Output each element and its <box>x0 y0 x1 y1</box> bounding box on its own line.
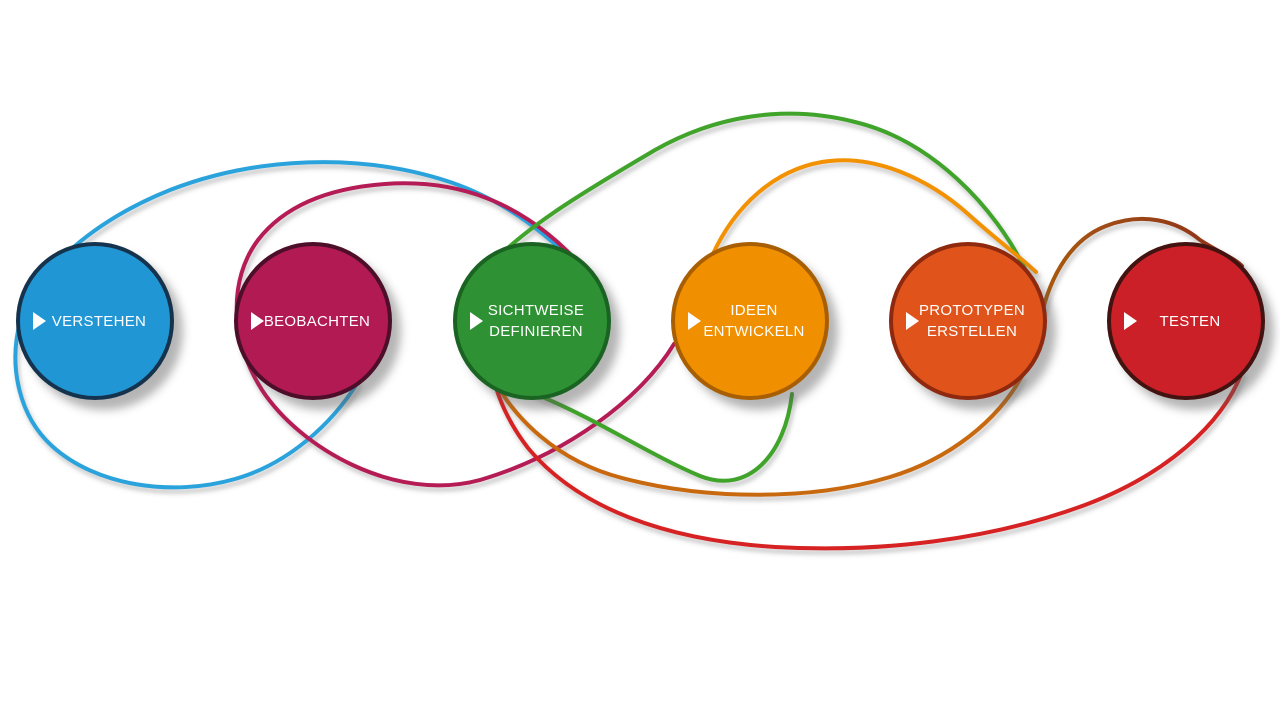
play-arrow-icon <box>33 312 46 330</box>
step-verstehen: VERSTEHEN <box>16 242 174 400</box>
play-arrow-icon <box>1124 312 1137 330</box>
play-arrow-icon <box>470 312 483 330</box>
curve-ideen-loop-top <box>710 158 1038 274</box>
step-label: TESTEN <box>1159 312 1221 330</box>
step-label: VERSTEHEN <box>51 312 147 330</box>
play-arrow-icon <box>251 312 264 330</box>
step-testen: TESTEN <box>1107 242 1265 400</box>
curve-testen-loop-bottom <box>490 370 1244 551</box>
step-label: BEOBACHTEN <box>263 312 371 330</box>
play-arrow-icon <box>688 312 701 330</box>
step-beobachten: BEOBACHTEN <box>234 242 392 400</box>
curve-ideen-loop-bottom <box>486 366 1024 497</box>
play-arrow-icon <box>906 312 919 330</box>
